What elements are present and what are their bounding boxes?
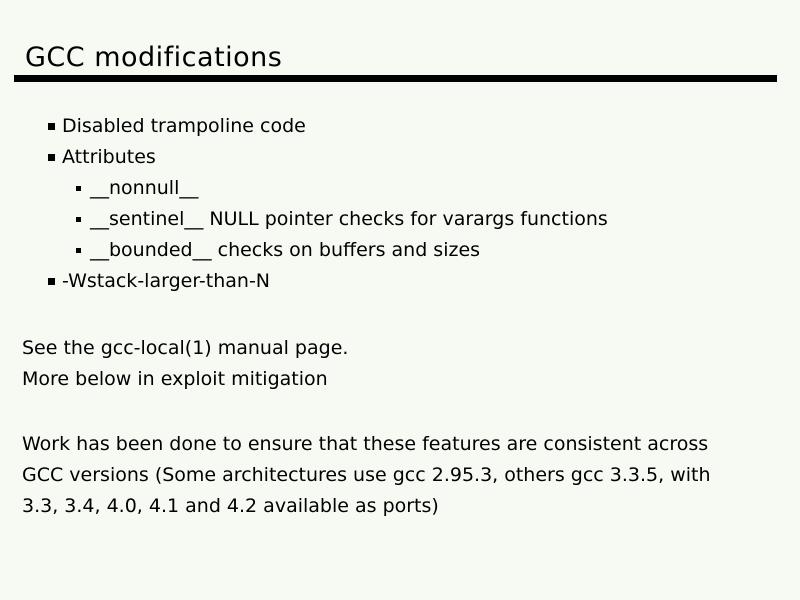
consistency-line: GCC versions (Some architectures use gcc… [22, 464, 711, 486]
notes-line: See the gcc-local(1) manual page. [22, 337, 349, 359]
bullet-text: __bounded__ checks on buffers and sizes [90, 239, 481, 261]
square-bullet-icon [76, 186, 81, 191]
square-bullet-icon [76, 248, 81, 253]
notes-paragraph: See the gcc-local(1) manual page. More b… [22, 333, 348, 395]
square-bullet-icon [76, 217, 81, 222]
bullet-text: -Wstack-larger-than-N [62, 270, 271, 292]
list-item: __bounded__ checks on buffers and sizes [0, 235, 800, 266]
notes-line: More below in exploit mitigation [22, 368, 328, 390]
page-title: GCC modifications [25, 42, 283, 73]
bullet-text: __nonnull__ [90, 177, 199, 199]
square-bullet-icon [48, 154, 55, 161]
list-item: __sentinel__ NULL pointer checks for var… [0, 204, 800, 235]
bullet-text: Attributes [62, 146, 156, 168]
consistency-paragraph: Work has been done to ensure that these … [22, 429, 711, 522]
bullet-text: Disabled trampoline code [62, 115, 306, 137]
list-item: Disabled trampoline code [0, 111, 800, 142]
bullet-list: Disabled trampoline code Attributes __no… [0, 111, 800, 297]
title-underline [14, 75, 777, 82]
square-bullet-icon [48, 123, 55, 130]
list-item: __nonnull__ [0, 173, 800, 204]
list-item: -Wstack-larger-than-N [0, 266, 800, 297]
square-bullet-icon [48, 278, 55, 285]
consistency-line: Work has been done to ensure that these … [22, 433, 709, 455]
list-item: Attributes [0, 142, 800, 173]
consistency-line: 3.3, 3.4, 4.0, 4.1 and 4.2 available as … [22, 495, 439, 517]
bullet-text: __sentinel__ NULL pointer checks for var… [90, 208, 608, 230]
